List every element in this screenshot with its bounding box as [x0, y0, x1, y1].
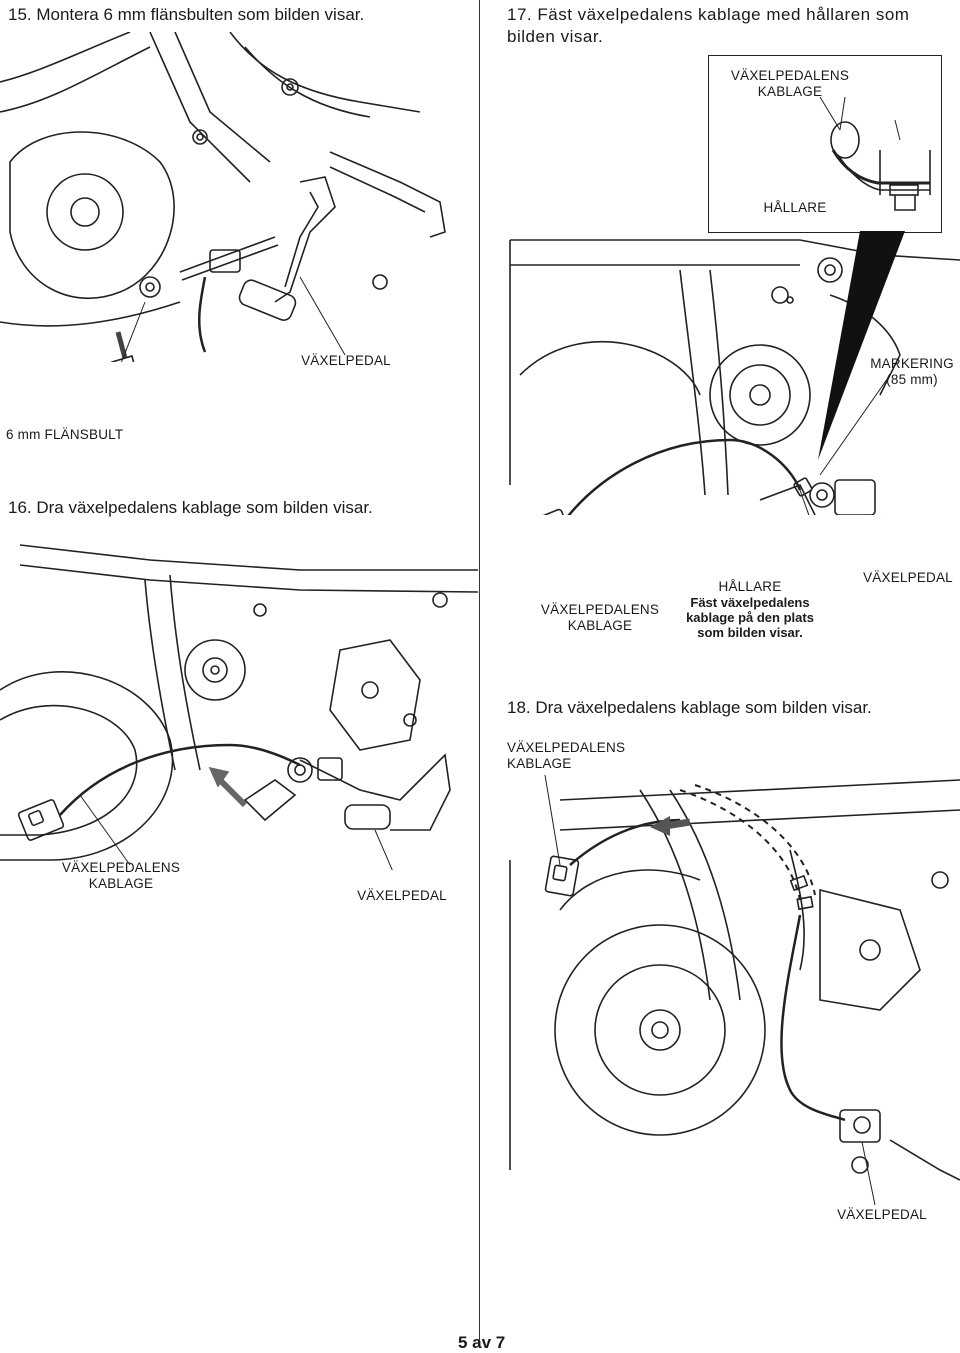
figure-15-illustration: [0, 32, 446, 362]
step-17-text: 17. Fäst växelpedalens kablage med hålla…: [507, 4, 909, 48]
holder-note-line3: som bilden visar.: [697, 625, 803, 640]
inset-label-harness-line1: VÄXELPEDALENS: [730, 68, 850, 83]
label-harness-16: VÄXELPEDALENS KABLAGE: [56, 860, 186, 892]
label-harness-18-line1: VÄXELPEDALENS: [507, 740, 626, 755]
column-divider: [479, 0, 480, 1340]
label-pedal-17: VÄXELPEDAL: [863, 570, 953, 585]
step-16-text: 16. Dra växelpedalens kablage som bilden…: [8, 498, 373, 517]
holder-note: HÅLLARE Fäst växelpedalens kablage på de…: [665, 579, 835, 640]
label-harness-17-line2: KABLAGE: [567, 618, 633, 633]
step-18-text: 18. Dra växelpedalens kablage som bilden…: [507, 698, 872, 717]
label-pedal-15: VÄXELPEDAL: [301, 353, 391, 368]
figure-18-illustration: [509, 774, 960, 1206]
detail-inset-box: [708, 55, 942, 233]
inset-label-holder: HÅLLARE: [763, 200, 827, 215]
label-pedal-18: VÄXELPEDAL: [837, 1207, 927, 1222]
label-harness-16-line1: VÄXELPEDALENS: [61, 860, 181, 875]
page-number: 5 av 7: [458, 1333, 506, 1352]
label-holder-17: HÅLLARE: [718, 579, 782, 594]
label-pedal-16: VÄXELPEDAL: [357, 888, 447, 903]
label-marking-line1: MARKERING: [870, 356, 954, 371]
label-flange-bolt: 6 mm FLÄNSBULT: [6, 427, 124, 442]
label-marking: MARKERING (85 mm): [862, 356, 960, 388]
figure-17-illustration: [509, 96, 960, 515]
step-17-line2: bilden visar.: [507, 27, 604, 46]
label-harness-18: VÄXELPEDALENS KABLAGE: [507, 740, 625, 772]
inset-label-harness: VÄXELPEDALENS KABLAGE: [725, 68, 855, 100]
holder-note-line2: kablage på den plats: [686, 610, 814, 625]
inset-label-harness-line2: KABLAGE: [757, 84, 823, 99]
label-harness-17: VÄXELPEDALENS KABLAGE: [535, 602, 665, 634]
step-17-line1: 17. Fäst växelpedalens kablage med hålla…: [507, 5, 910, 24]
label-harness-18-line2: KABLAGE: [507, 756, 572, 771]
step-15-text: 15. Montera 6 mm flänsbulten som bilden …: [8, 5, 365, 24]
holder-note-line1: Fäst växelpedalens: [690, 595, 810, 610]
label-marking-line2: (85 mm): [886, 372, 938, 387]
label-harness-17-line1: VÄXELPEDALENS: [540, 602, 660, 617]
figure-16-illustration: [0, 544, 478, 870]
label-harness-16-line2: KABLAGE: [88, 876, 154, 891]
